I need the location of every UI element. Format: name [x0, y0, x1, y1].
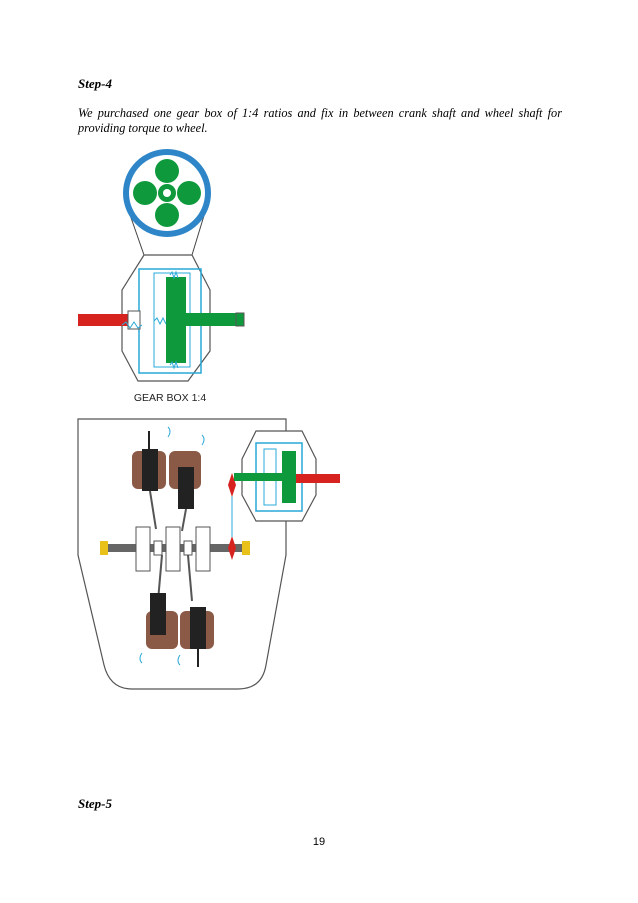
crank-sprocket: [228, 536, 236, 560]
crankshaft-assembly: [100, 526, 250, 572]
motor-bottom-left: [146, 593, 178, 649]
step-5-heading: Step-5: [78, 796, 112, 811]
gearbox-caption: GEAR BOX 1:4: [134, 392, 207, 404]
gearbox-side: [234, 430, 340, 522]
motor-bottom-right: [180, 607, 214, 667]
side-wheel-shaft: [234, 473, 288, 481]
engine-assembly: [77, 418, 340, 690]
bearing-right: [242, 541, 250, 555]
step-4-heading: Step-4: [78, 76, 112, 91]
step-4-paragraph: We purchased one gear box of 1:4 ratios …: [78, 106, 562, 136]
sprocket-assembly: [123, 149, 211, 256]
paragraph-line-2: providing torque to wheel.: [78, 121, 208, 135]
page-number: 19: [312, 836, 326, 848]
paragraph-line-1: We purchased one gear box of 1:4 ratios …: [78, 106, 562, 120]
gearbox-top: [78, 254, 245, 382]
bearing-left: [100, 541, 108, 555]
wheel-shaft: [166, 313, 244, 326]
crank-shaft: [78, 314, 136, 326]
planet-gears: [133, 159, 201, 227]
side-crank-shaft: [296, 474, 340, 483]
gearbox-figure: GEAR BOX 1:4: [77, 149, 340, 690]
motor-top-left: [132, 431, 166, 491]
motor-top-right: [169, 451, 201, 509]
